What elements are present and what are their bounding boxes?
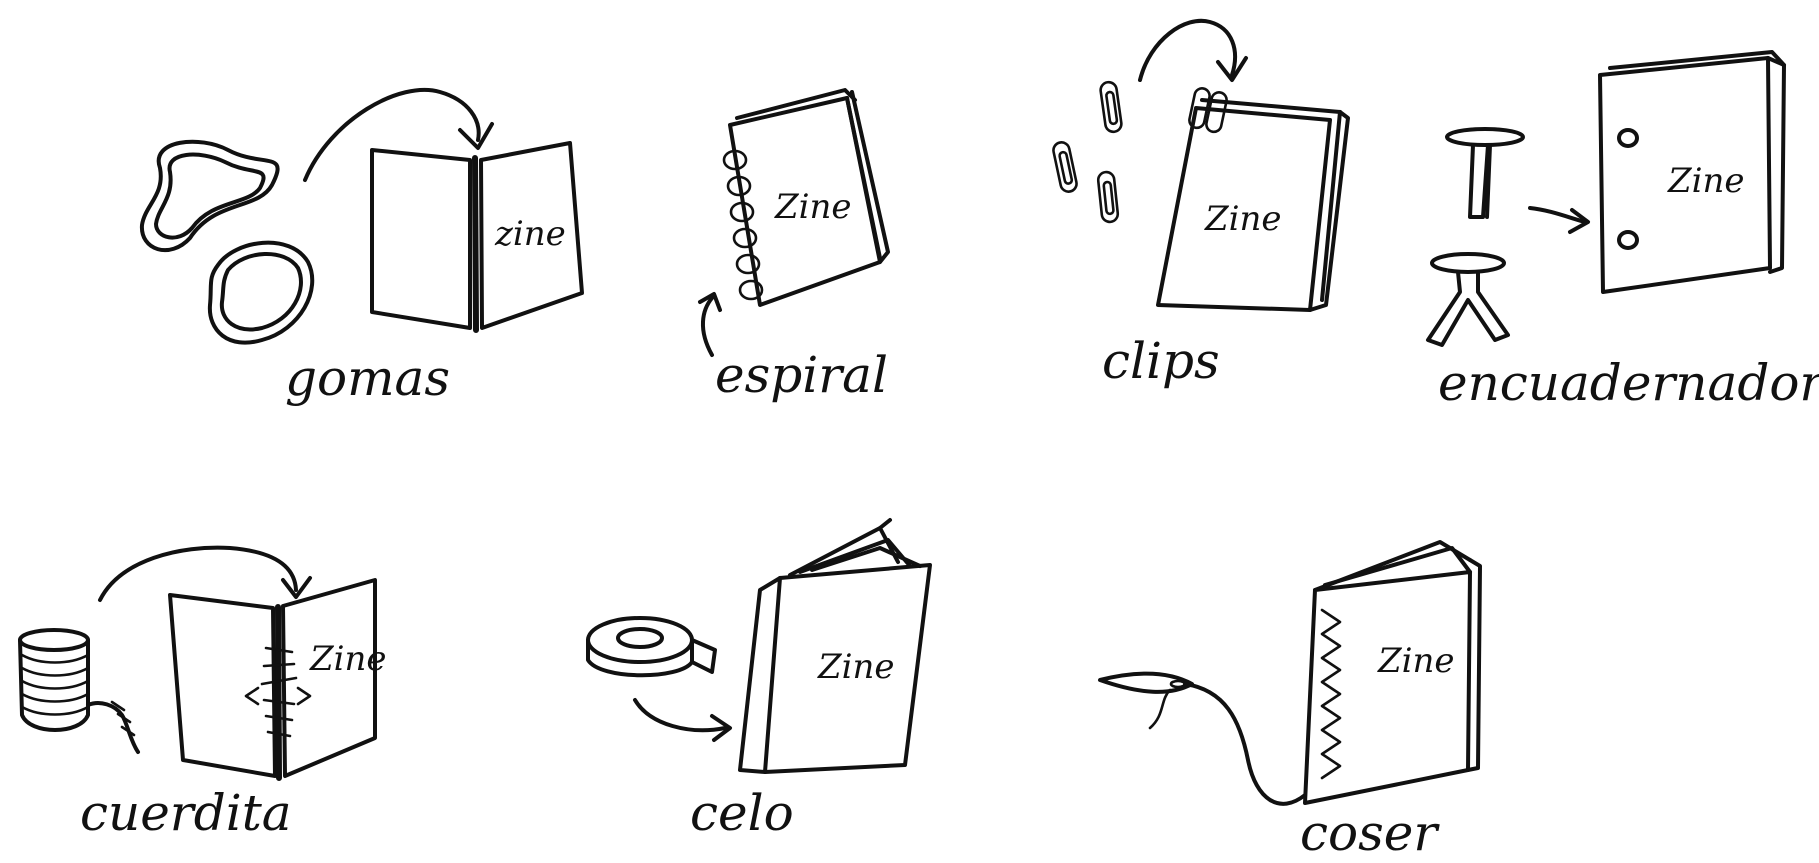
paper-clip-icon: [1100, 81, 1123, 133]
zine-book-icon: Zine: [740, 520, 930, 772]
stitches-icon: [1322, 610, 1340, 778]
caption-clips: clips: [1102, 332, 1220, 390]
book-cover-text: Zine: [1667, 161, 1745, 201]
arrow-icon: [305, 90, 479, 180]
zine-book-icon: Zine: [1305, 542, 1480, 803]
book-cover-text: Zine: [1204, 199, 1282, 239]
thread-icon: [1150, 690, 1170, 728]
arrow-icon: [703, 298, 712, 355]
book-cover-text: Zine: [817, 647, 895, 687]
arrow-head-icon: [460, 124, 492, 148]
zine-book-icon: Zine: [170, 580, 387, 778]
paper-clip-icon: [1097, 171, 1118, 222]
paper-clip-icon: [1052, 141, 1078, 193]
brass-fastener-icon: [1447, 129, 1523, 217]
book-cover-text: Zine: [309, 639, 387, 679]
arrow-icon: [100, 548, 296, 600]
caption-encuadernadores: encuadernadores: [1438, 354, 1819, 412]
zine-book-icon: zine: [372, 143, 582, 330]
encuadernadores-group: Zine encuadernadores: [1428, 52, 1819, 412]
caption-cuerdita: cuerdita: [80, 784, 292, 842]
arrow-icon: [1140, 21, 1235, 80]
espiral-group: Zine espiral: [700, 90, 888, 404]
rubber-band-icon: [210, 243, 312, 343]
tape-roll-icon: [588, 618, 715, 675]
zine-book-icon: Zine: [1158, 100, 1348, 310]
book-cover-text: zine: [494, 214, 566, 254]
book-cover-text: Zine: [774, 187, 852, 227]
caption-celo: celo: [690, 784, 794, 842]
zine-book-icon: Zine: [1600, 52, 1784, 292]
thread-icon: [1185, 684, 1305, 804]
rubber-band-icon: [142, 142, 278, 250]
caption-coser: coser: [1300, 804, 1440, 862]
celo-group: Zine celo: [588, 520, 930, 842]
caption-espiral: espiral: [715, 346, 888, 404]
cuerdita-group: Zine cuerdita: [20, 548, 387, 842]
string-spool-icon: [20, 630, 138, 752]
gomas-group: zine gomas: [142, 90, 582, 407]
caption-gomas: gomas: [285, 349, 450, 407]
brass-fastener-icon: [1428, 254, 1508, 345]
clips-group: Zine clips: [1052, 21, 1348, 390]
book-cover-text: Zine: [1377, 641, 1455, 681]
needle-icon: [1100, 674, 1192, 692]
coser-group: Zine coser: [1100, 542, 1480, 862]
